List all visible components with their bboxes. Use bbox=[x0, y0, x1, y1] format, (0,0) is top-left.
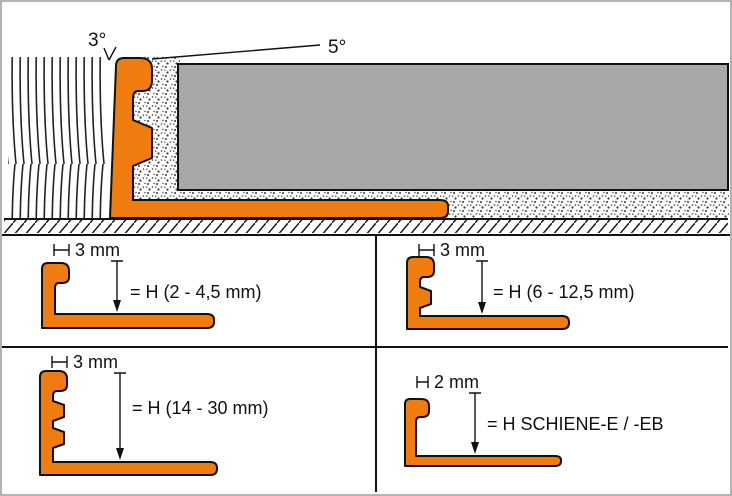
profile-variant-tall bbox=[39, 370, 218, 476]
width-dimension: 3 mm bbox=[53, 240, 120, 260]
width-label: 2 mm bbox=[434, 372, 479, 392]
down-arrow-icon bbox=[113, 300, 121, 312]
width-dimension: 2 mm bbox=[416, 372, 479, 392]
width-label: 3 mm bbox=[73, 352, 118, 372]
tilt-angle-annotation: 3° bbox=[88, 30, 117, 61]
variant-2-drawing: 3 mm = H (6 - 12,5 mm) bbox=[406, 240, 635, 330]
substrate-hatching bbox=[4, 220, 728, 233]
height-label: = H SCHIENE-E / -EB bbox=[487, 414, 664, 434]
variant-cell-4: 2 mm = H SCHIENE-E / -EB bbox=[375, 346, 728, 492]
tilt-angle-wedge bbox=[103, 46, 117, 61]
width-bracket-icon bbox=[418, 244, 435, 256]
height-dimension-line bbox=[476, 260, 488, 304]
height-dimension: = H (2 - 4,5 mm) bbox=[111, 260, 262, 312]
tilt-angle-label: 3° bbox=[88, 30, 106, 51]
slope-angle-label: 5° bbox=[328, 37, 346, 58]
profile-variants-grid: 3 mm = H (2 - 4,5 mm) 3 mm bbox=[2, 234, 730, 494]
height-dimension-line bbox=[469, 392, 481, 444]
profile-variant-medium bbox=[406, 256, 570, 330]
variant-cell-3: 3 mm = H (14 - 30 mm) bbox=[2, 346, 375, 492]
width-dimension: 3 mm bbox=[418, 240, 485, 260]
profile-variant-small bbox=[41, 262, 215, 329]
height-dimension-line bbox=[114, 372, 126, 450]
variant-cell-2: 3 mm = H (6 - 12,5 mm) bbox=[375, 236, 728, 346]
variant-3-drawing: 3 mm = H (14 - 30 mm) bbox=[39, 352, 269, 476]
tile bbox=[177, 63, 729, 191]
width-label: 3 mm bbox=[440, 240, 485, 260]
height-label: = H (6 - 12,5 mm) bbox=[493, 282, 635, 302]
height-dimension: = H SCHIENE-E / -EB bbox=[469, 392, 664, 454]
width-dimension: 3 mm bbox=[51, 352, 118, 372]
height-label: = H (14 - 30 mm) bbox=[132, 398, 269, 418]
variant-4-drawing: 2 mm = H SCHIENE-E / -EB bbox=[404, 372, 664, 467]
wall-adhesive-hatching bbox=[8, 57, 107, 218]
width-bracket-icon bbox=[53, 244, 70, 256]
variant-1-drawing: 3 mm = H (2 - 4,5 mm) bbox=[41, 240, 262, 329]
installation-cross-section: 5° 3° bbox=[2, 2, 730, 234]
height-dimension: = H (14 - 30 mm) bbox=[114, 372, 269, 460]
slope-leader-line bbox=[151, 44, 321, 60]
profile-variant-schiene-e bbox=[404, 398, 562, 467]
down-arrow-icon bbox=[471, 442, 479, 454]
height-label: = H (2 - 4,5 mm) bbox=[130, 282, 262, 302]
height-dimension-line bbox=[111, 260, 123, 302]
slope-angle-annotation: 5° bbox=[151, 37, 346, 60]
down-arrow-icon bbox=[116, 448, 124, 460]
width-bracket-icon bbox=[51, 356, 68, 368]
schiene-profile-section bbox=[109, 57, 449, 219]
variant-cell-1: 3 mm = H (2 - 4,5 mm) bbox=[2, 236, 375, 346]
height-dimension: = H (6 - 12,5 mm) bbox=[476, 260, 635, 314]
width-bracket-icon bbox=[416, 376, 429, 388]
cross-section-drawing: 5° 3° bbox=[4, 30, 729, 233]
width-label: 3 mm bbox=[75, 240, 120, 260]
down-arrow-icon bbox=[478, 302, 486, 314]
